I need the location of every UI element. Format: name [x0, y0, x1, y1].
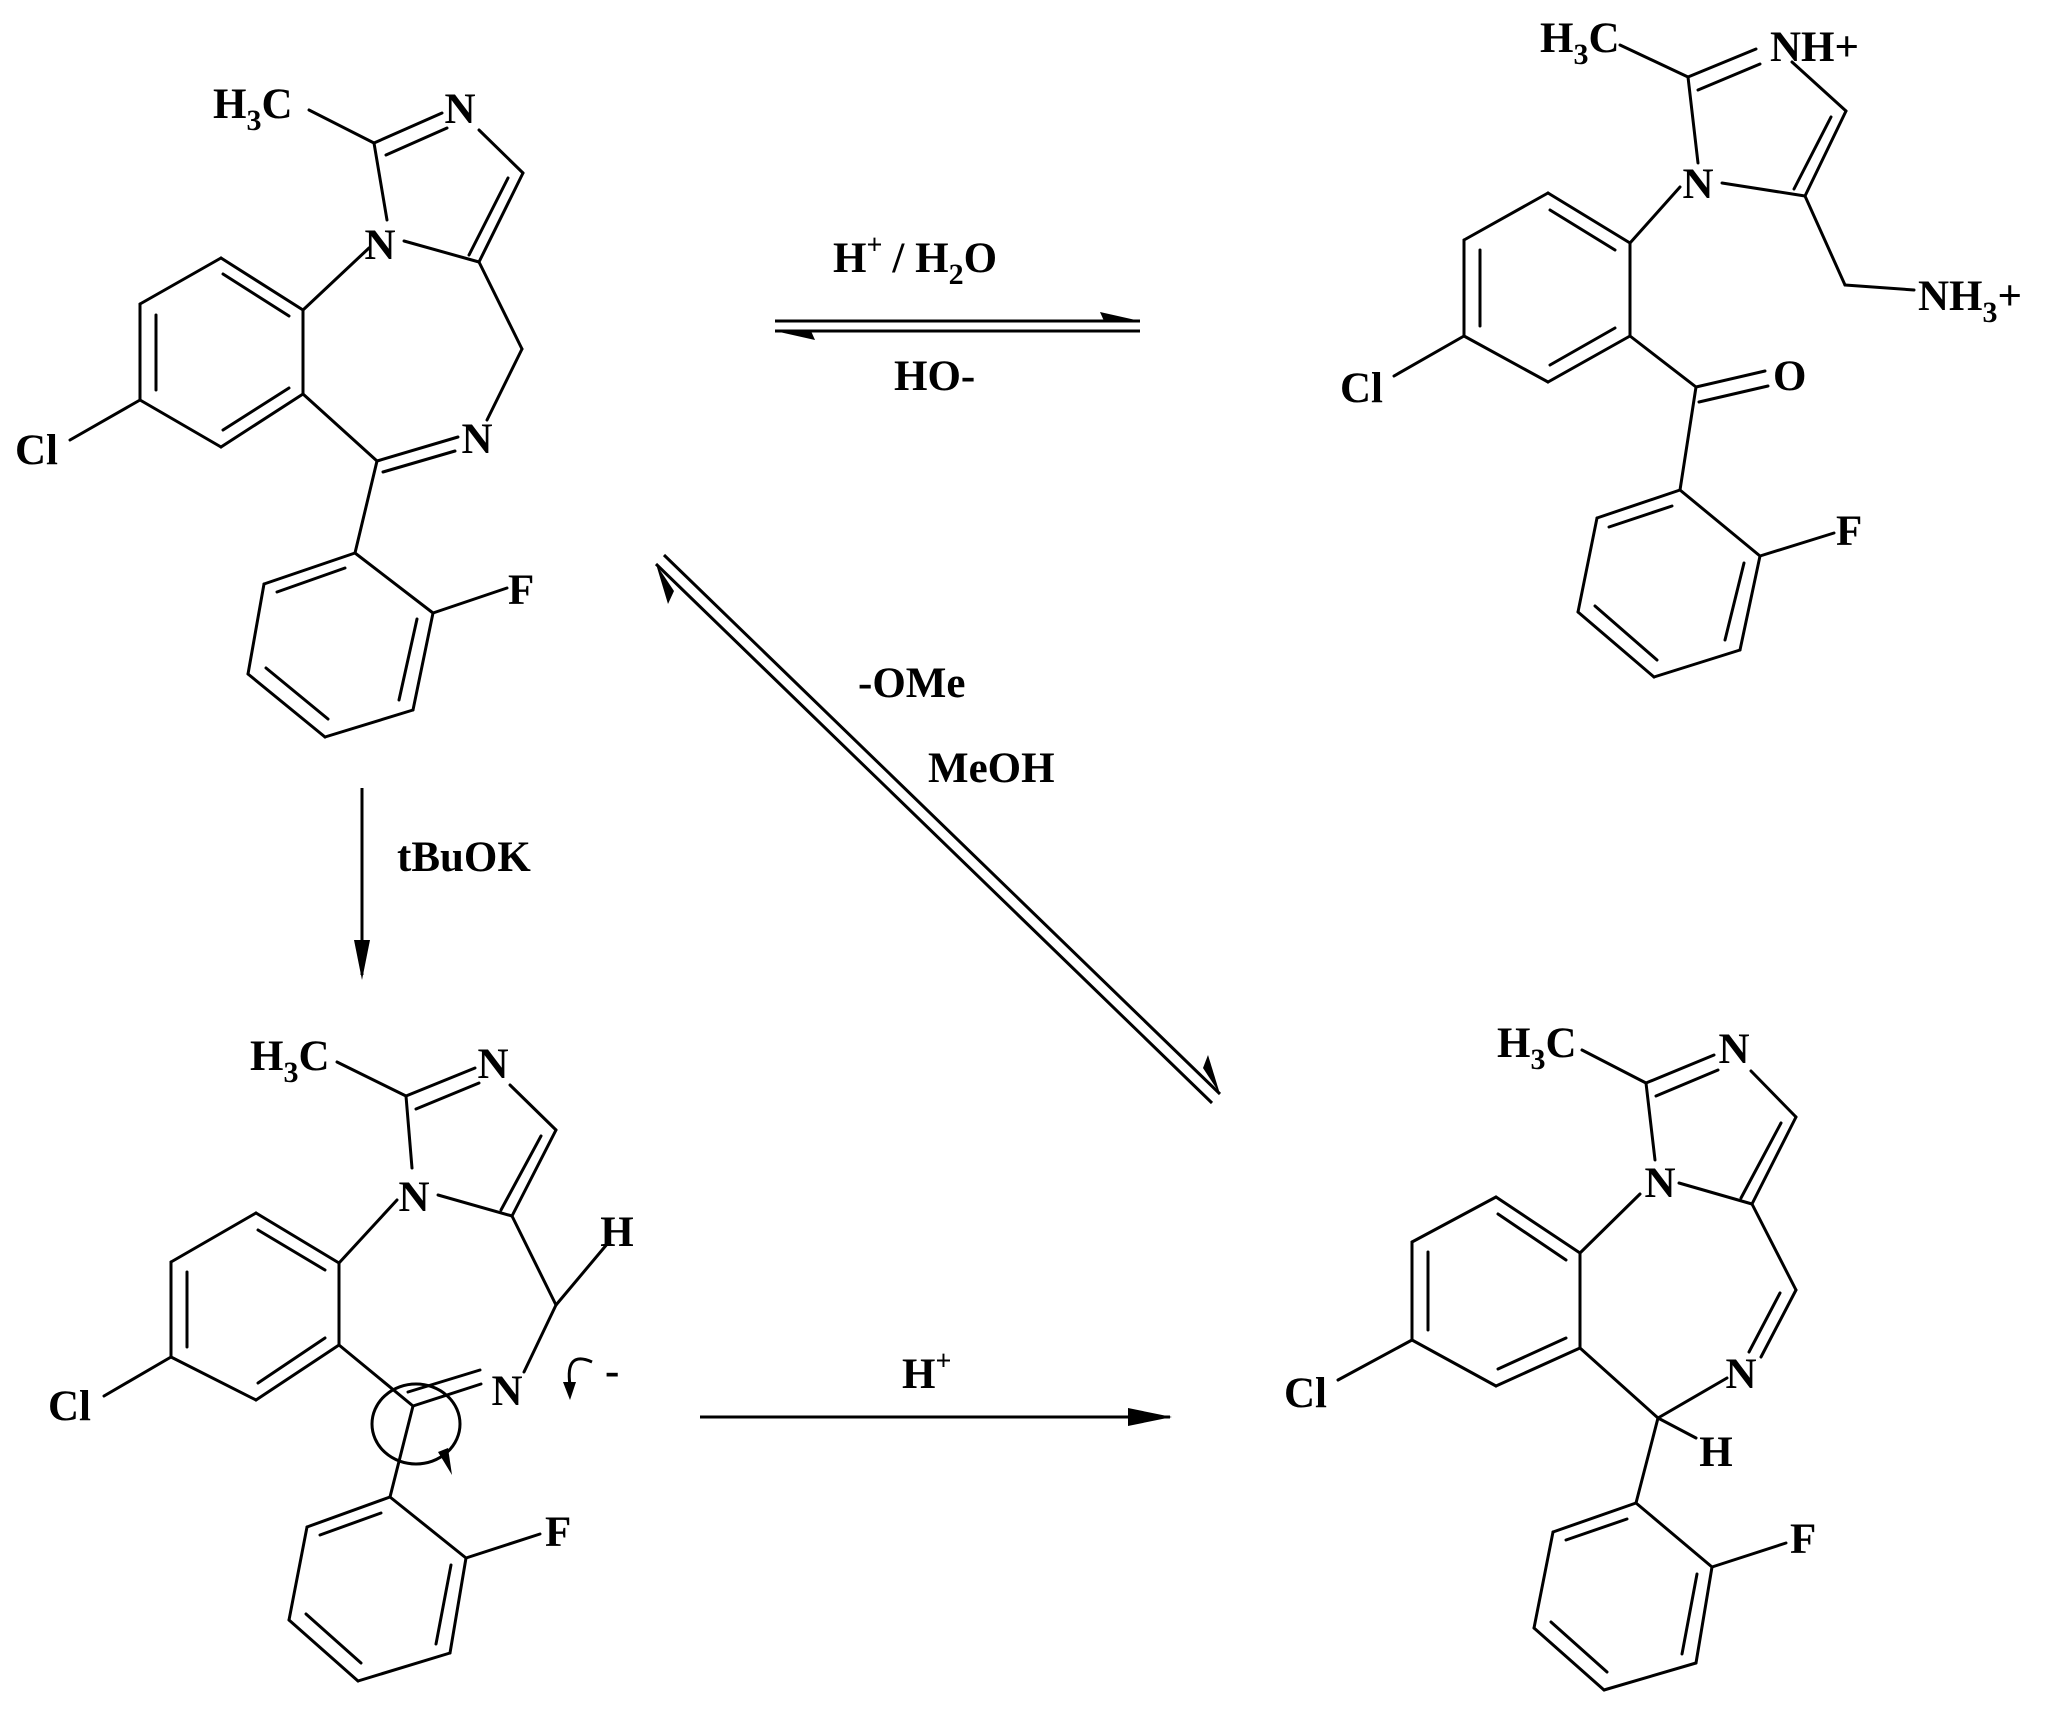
- isomer-structure: [1336, 1048, 1798, 1692]
- reagent-methanol: MeOH: [928, 745, 1055, 792]
- chloro-label: Cl: [15, 427, 58, 474]
- imidazole-nitrogen-label-3: N: [398, 1174, 429, 1221]
- carbonyl-oxygen-label: O: [1773, 353, 1806, 400]
- methyl-label-3: H3C: [250, 1033, 330, 1089]
- methine-hydrogen-label: H: [1699, 1429, 1732, 1476]
- tbuok-arrow: [354, 788, 370, 980]
- midazolam-structure: [68, 108, 525, 739]
- imine-nitrogen-label-3: N: [477, 1041, 508, 1088]
- equilibrium-arrow-top: [775, 312, 1140, 340]
- fluoro-label-2: F: [1836, 508, 1862, 555]
- methyl-label-4: H3C: [1497, 1020, 1577, 1076]
- reagent-tbuok: tBuOK: [397, 834, 531, 881]
- fluoro-label-3: F: [545, 1509, 571, 1556]
- protonated-nitrogen-label: NH+: [1770, 24, 1859, 71]
- chloro-label-4: Cl: [1284, 1370, 1327, 1417]
- methyl-label-2: H3C: [1540, 15, 1620, 71]
- carbanion-hydrogen-label: H: [600, 1209, 633, 1256]
- diazepine-nitrogen-label-3: N: [491, 1368, 522, 1415]
- reagent-hydroxide: HO-: [894, 353, 975, 400]
- reagent-methoxide: -OMe: [858, 660, 965, 707]
- equilibrium-arrow-diagonal: [654, 553, 1222, 1105]
- methyl-label: H3C: [213, 81, 293, 137]
- reagent-proton: H+: [902, 1346, 951, 1398]
- ring-opened-structure: [1392, 43, 1916, 679]
- imidazole-nitrogen-label-4: N: [1644, 1160, 1675, 1207]
- negative-charge-label: -: [605, 1348, 619, 1395]
- diazepine-nitrogen-label: N: [461, 416, 492, 463]
- protonation-arrow: [700, 1408, 1172, 1426]
- ammonium-label: NH3+: [1918, 273, 2022, 329]
- fluoro-label-4: F: [1790, 1516, 1816, 1563]
- imine-nitrogen-label-4: N: [1718, 1026, 1749, 1073]
- imidazole-nitrogen-label-2: N: [1682, 161, 1713, 208]
- carbanion-structure: [102, 1060, 610, 1683]
- diazepine-nitrogen-label-4: N: [1725, 1351, 1756, 1398]
- imine-nitrogen-label: N: [444, 86, 475, 133]
- chloro-label-3: Cl: [48, 1383, 91, 1430]
- imidazole-nitrogen-label: N: [364, 222, 395, 269]
- fluoro-label: F: [508, 567, 534, 614]
- chloro-label-2: Cl: [1340, 365, 1383, 412]
- reagent-acid-water: H+/ H2O: [833, 230, 997, 291]
